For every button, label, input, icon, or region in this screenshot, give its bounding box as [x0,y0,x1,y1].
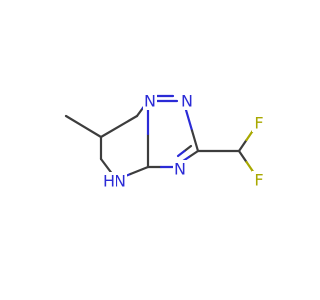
nitrogen-nh-label-background [113,172,127,190]
bond-c7-n1-a [135,107,144,118]
hydrogen-label: H [103,172,115,191]
nitrogen-nh-label: N [114,172,126,191]
nitrogen-n2-label-background [180,92,194,110]
bond-c6-c7 [99,114,139,139]
nitrogen-n2-label: N [181,92,193,111]
fluorine-f2-label: F [254,171,263,190]
bond-nh-c8a-b [129,165,150,176]
nitrogen-n1-label-background [143,92,157,110]
bond-cf-f2-a [237,149,248,164]
fluorine-f1-label-background [252,114,266,132]
bond-n2-c2-b [190,129,200,153]
fluorine-f2-label-background [252,171,266,189]
hydrogen-label-background [102,172,116,190]
fluorine-f1-label: F [254,114,263,133]
bond-methyl-c6 [64,114,103,139]
nitrogen-n3-label: N [174,160,186,179]
bond-c2-n3-a [187,149,200,159]
bond-layer [64,94,256,183]
bond-c2-n3-double-a [183,144,193,153]
nitrogen-n3-label-background [173,160,187,178]
nitrogen-n1-label: N [144,92,156,111]
bond-n2-c2-a [184,108,194,132]
bond-c2-n3-double-b [176,149,186,158]
bond-cf-f1-a [237,138,248,153]
